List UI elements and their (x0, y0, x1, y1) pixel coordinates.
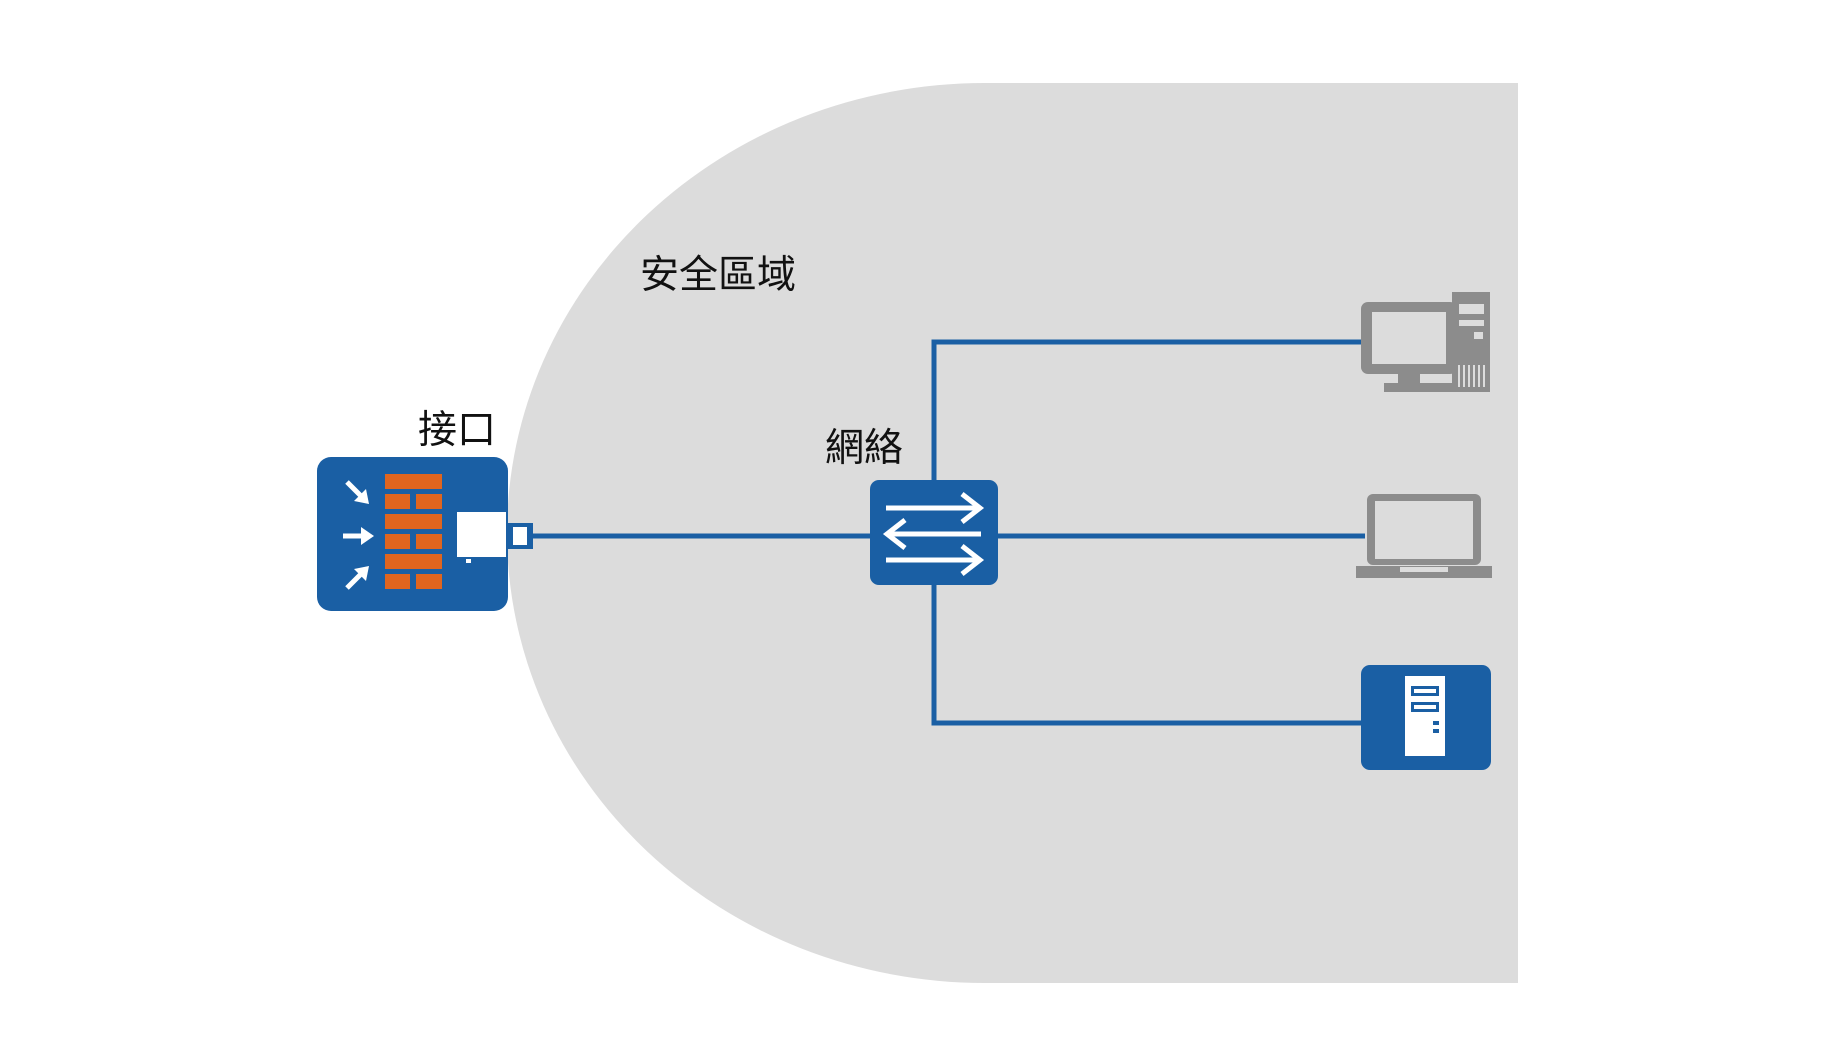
laptop-icon (1356, 494, 1492, 578)
link-switch-to-server (931, 585, 1361, 726)
inbound-arrows (343, 480, 374, 590)
switch-icon (870, 480, 998, 585)
interface-port (457, 512, 506, 557)
network-links (531, 339, 1365, 726)
link-switch-to-desktop (931, 339, 1361, 480)
server-icon (1361, 665, 1491, 770)
security-zone (507, 83, 1518, 983)
desktop-computer-icon (1361, 292, 1490, 392)
security-zone-label: 安全區域 (640, 253, 797, 298)
interface-label: 接口 (418, 408, 497, 453)
firewall-icon (317, 457, 533, 611)
network-label: 網絡 (825, 426, 904, 471)
brick-wall (385, 474, 442, 589)
